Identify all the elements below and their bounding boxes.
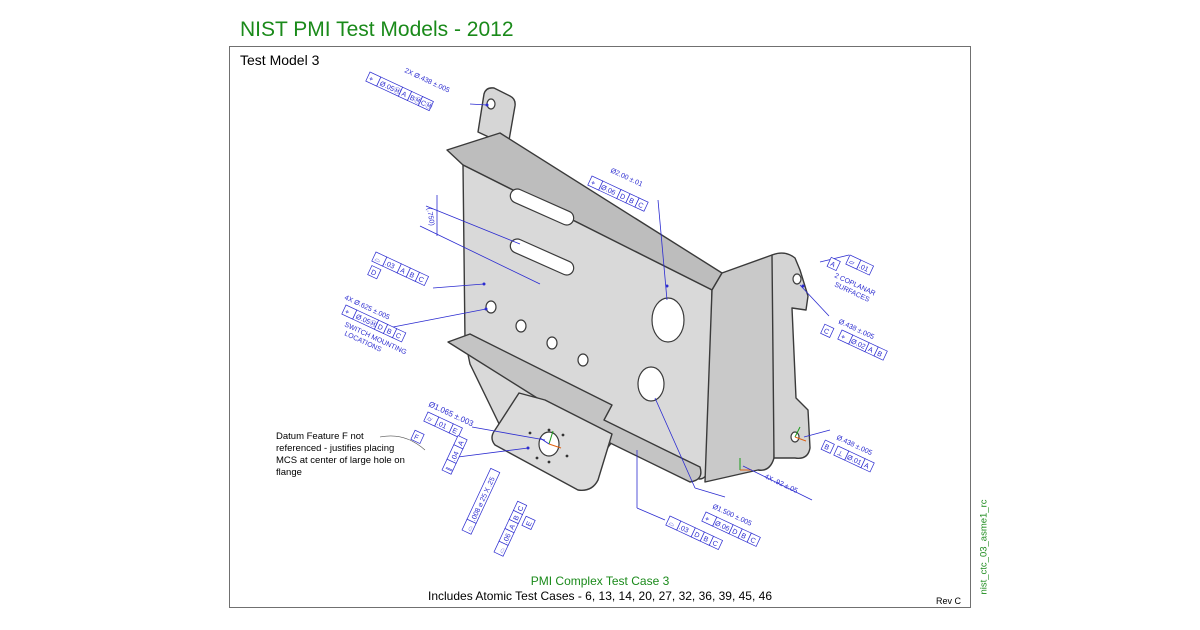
- leader-dots: [482, 103, 805, 450]
- model-name: Test Model 3: [240, 52, 320, 68]
- svg-text:.008 ⌀ 25 X .25: .008 ⌀ 25 X .25: [470, 476, 497, 522]
- svg-text:A: A: [509, 523, 517, 530]
- svg-text:B: B: [876, 350, 883, 358]
- svg-text:D: D: [693, 531, 701, 539]
- svg-text:D: D: [369, 269, 377, 277]
- part-drawing: 2X Ø.438 ±.005 Ø2.00 ±.01 (.750) 4X Ø.62…: [341, 67, 888, 557]
- svg-text:D: D: [619, 193, 627, 201]
- annotation-spacing: 4X .92 ±.05: [763, 473, 798, 495]
- fcf-flatness-a: ⏥.01 A: [826, 254, 875, 276]
- part-body: [446, 87, 811, 491]
- annotation-large-hole: Ø2.00 ±.01: [609, 167, 643, 188]
- annotation-slot-dim: (.750): [425, 207, 435, 226]
- svg-text:⌖: ⌖: [704, 516, 711, 524]
- svg-text:B: B: [628, 197, 635, 205]
- svg-text:⌖: ⌖: [368, 76, 375, 84]
- svg-text:⌭: ⌭: [426, 416, 434, 424]
- datum-note: Datum Feature F not referenced - justifi…: [276, 431, 405, 478]
- svg-text:A: A: [829, 261, 836, 269]
- svg-text:.03: .03: [384, 260, 396, 271]
- svg-text:B: B: [740, 532, 747, 540]
- atomic-cases: Includes Atomic Test Cases - 6, 13, 14, …: [428, 589, 772, 603]
- svg-text:B: B: [385, 328, 392, 336]
- leader-lines: [387, 103, 850, 521]
- svg-text:C: C: [822, 328, 830, 336]
- small-holes: [528, 428, 569, 464]
- fcf-profile-e: ⌓.06 AB C E: [493, 500, 536, 557]
- svg-text:.01: .01: [858, 263, 870, 274]
- drawing-frame: [229, 46, 971, 608]
- svg-text:C: C: [711, 540, 719, 548]
- fcf-parallel: ∥ .04 A: [441, 435, 468, 475]
- svg-text:.01: .01: [436, 420, 448, 431]
- svg-text:E: E: [525, 520, 533, 527]
- svg-text:.04: .04: [450, 451, 461, 463]
- svg-text:C: C: [749, 537, 757, 545]
- note-leader: [379, 435, 426, 451]
- svg-text:⌖: ⌖: [840, 334, 847, 342]
- svg-text:C: C: [517, 505, 525, 513]
- svg-text:⌓: ⌓: [668, 520, 676, 529]
- svg-text:A: A: [867, 346, 874, 354]
- svg-text:⌓: ⌓: [466, 524, 475, 532]
- svg-text:⌖: ⌖: [590, 180, 597, 188]
- fcf-flange-hole-e: ⌭.01 E F: [410, 411, 463, 445]
- svg-text:F: F: [413, 434, 420, 442]
- svg-text:C: C: [637, 202, 645, 210]
- svg-text:⌓: ⌓: [498, 546, 507, 554]
- svg-text:B: B: [513, 514, 521, 521]
- svg-text:A: A: [863, 462, 870, 470]
- svg-text:∥: ∥: [445, 466, 454, 473]
- svg-text:D: D: [731, 528, 739, 536]
- document-title: NIST PMI Test Models - 2012: [240, 18, 514, 41]
- svg-text:C: C: [394, 332, 402, 340]
- fcf-profile-pattern: ⌓ .008 ⌀ 25 X .25: [461, 467, 501, 535]
- fcf-datum-d: ⌓.03 AB C D: [367, 251, 430, 287]
- case-title: PMI Complex Test Case 3: [530, 574, 670, 588]
- svg-text:E: E: [451, 427, 458, 435]
- revision-label: Rev C: [936, 596, 962, 606]
- svg-text:D: D: [376, 324, 384, 332]
- svg-text:B: B: [702, 536, 709, 544]
- fcf-right-lower-hole: ⊥Ø.01 A B: [820, 439, 875, 473]
- svg-text:B: B: [823, 444, 830, 452]
- svg-text:A: A: [399, 267, 406, 275]
- svg-text:⌖: ⌖: [344, 309, 351, 317]
- svg-text:B: B: [408, 272, 415, 280]
- svg-text:A: A: [457, 440, 465, 447]
- svg-text:⊥: ⊥: [836, 450, 844, 459]
- svg-text:.06: .06: [502, 533, 513, 545]
- svg-text:⌓: ⌓: [374, 256, 382, 265]
- svg-text:A: A: [400, 91, 407, 99]
- svg-text:.03: .03: [678, 524, 690, 535]
- file-identifier: nist_ctc_03_asme1_rc: [978, 499, 990, 595]
- svg-text:⏥: ⏥: [848, 259, 856, 268]
- svg-text:C: C: [417, 276, 425, 284]
